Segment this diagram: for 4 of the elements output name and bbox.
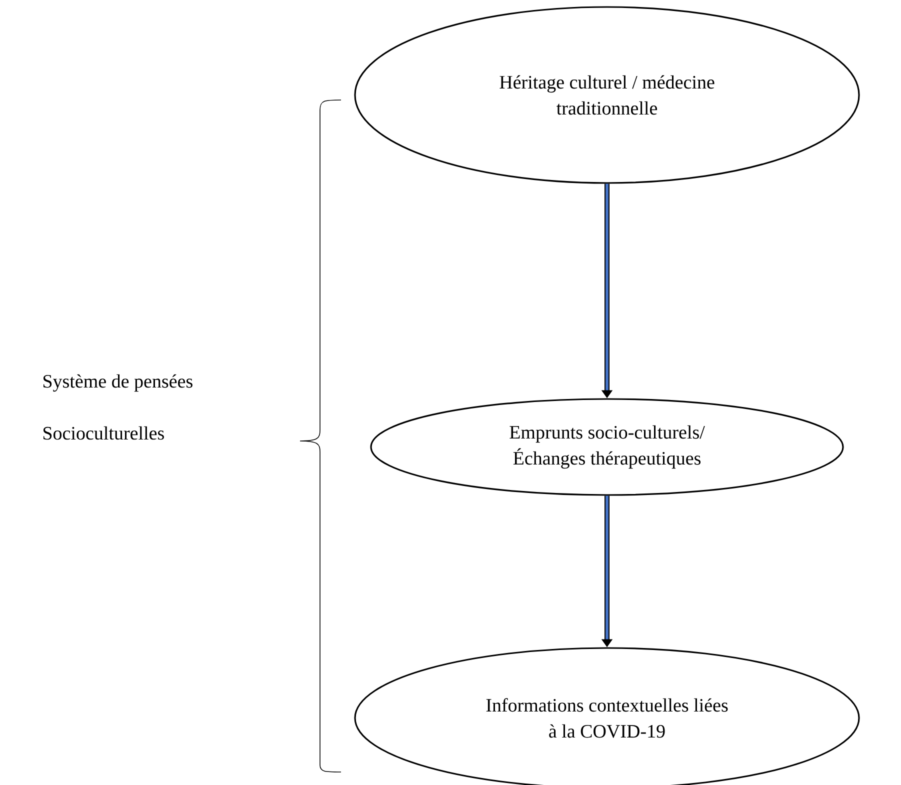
ellipse-node: Emprunts socio-culturels/ Échanges thérapeutiques [370, 398, 844, 496]
side-label: Socioculturelles [43, 426, 164, 440]
ellipse-node: Héritage culturel / médecine traditionnelle [354, 6, 860, 184]
side-label: Système de pensées [43, 374, 192, 392]
